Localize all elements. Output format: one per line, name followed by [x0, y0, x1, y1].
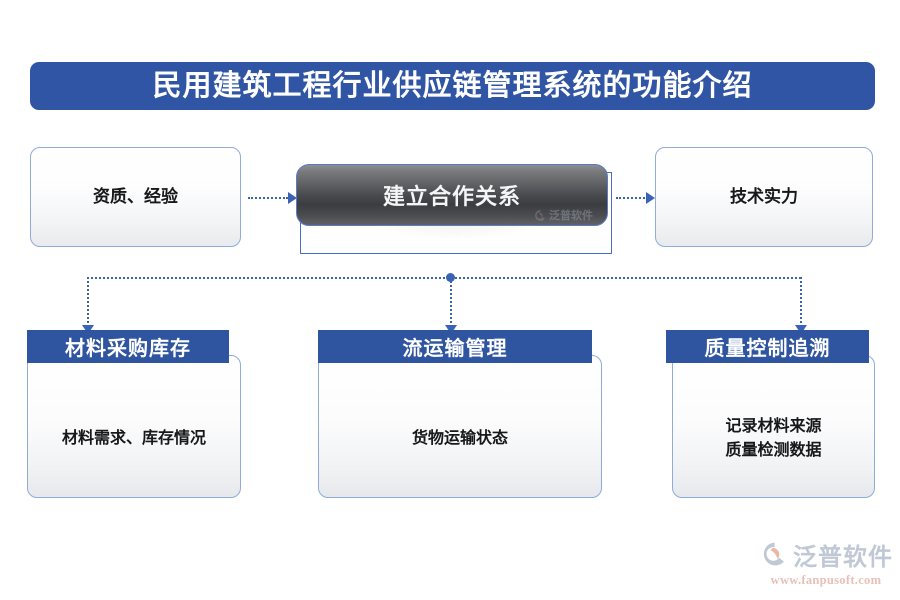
arrow-right-icon — [288, 192, 297, 204]
connector-drop-right — [800, 277, 802, 327]
pill-watermark-label: 泛普软件 — [549, 210, 593, 222]
connector-horizontal-bus — [87, 277, 801, 279]
fanpu-logo-icon — [763, 542, 784, 566]
card-logistics-management-text: 货物运输状态 — [411, 429, 508, 447]
card-quality-control-body[interactable]: 记录材料来源 质量检测数据 — [672, 355, 875, 498]
arrow-right-icon — [646, 192, 655, 204]
node-establish-partnership[interactable]: 建立合作关系 泛普软件 — [296, 164, 608, 226]
card-logistics-management-body[interactable]: 货物运输状态 — [318, 355, 602, 498]
card-material-procurement-text: 材料需求、库存情况 — [61, 429, 206, 447]
node-qualification-experience[interactable]: 资质、经验 — [30, 147, 241, 247]
card-material-procurement-body[interactable]: 材料需求、库存情况 — [27, 355, 241, 498]
connector-left-line — [248, 197, 288, 199]
brand-logo-row: 泛普软件 — [759, 537, 893, 572]
page-title-banner: 民用建筑工程行业供应链管理系统的功能介绍 — [30, 62, 875, 110]
node-qualification-experience-label: 资质、经验 — [93, 186, 178, 206]
page-title: 民用建筑工程行业供应链管理系统的功能介绍 — [152, 69, 753, 102]
brand-logo: 泛普软件 www.fanpusoft.com — [759, 536, 893, 588]
card-quality-control-header[interactable]: 质量控制追溯 — [666, 330, 869, 363]
card-quality-control-text: 记录材料来源 质量检测数据 — [725, 418, 822, 459]
card-logistics-management-header[interactable]: 流运输管理 — [318, 330, 592, 363]
connector-right-line — [616, 197, 648, 199]
card-quality-control-title: 质量控制追溯 — [704, 338, 831, 360]
brand-url: www.fanpusoft.com — [770, 572, 882, 587]
card-material-procurement-header[interactable]: 材料采购库存 — [27, 330, 229, 363]
connector-drop-center — [450, 277, 452, 327]
arrow-down-icon — [795, 325, 807, 334]
arrow-down-icon — [82, 325, 94, 334]
node-establish-partnership-label: 建立合作关系 — [382, 184, 521, 209]
brand-name: 泛普软件 — [793, 543, 893, 571]
fanpu-logo-icon — [535, 209, 545, 221]
arrow-down-icon — [445, 325, 457, 334]
node-technical-strength[interactable]: 技术实力 — [655, 147, 873, 247]
connector-drop-left — [87, 277, 89, 327]
card-material-procurement-title: 材料采购库存 — [65, 338, 191, 360]
node-technical-strength-label: 技术实力 — [730, 186, 798, 206]
card-logistics-management-title: 流运输管理 — [402, 338, 508, 360]
pill-watermark: 泛普软件 — [534, 207, 593, 223]
